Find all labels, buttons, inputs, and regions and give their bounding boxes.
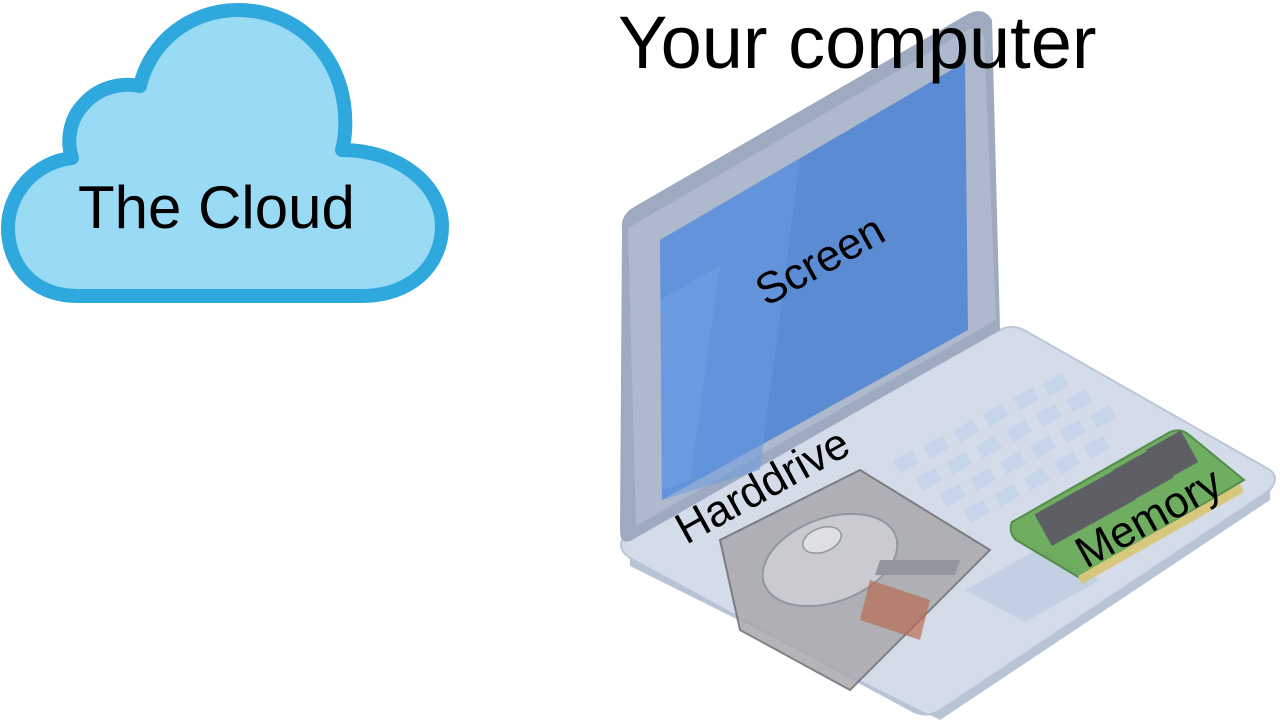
cloud-label: The Cloud bbox=[78, 174, 355, 241]
cloud-icon bbox=[1, 3, 449, 303]
keyboard-keys bbox=[892, 373, 1117, 523]
cloud-shape: The Cloud bbox=[0, 0, 460, 320]
memory-stick-icon bbox=[1009, 429, 1246, 584]
page-title: Your computer bbox=[618, 1, 1097, 84]
harddrive-icon bbox=[718, 468, 992, 692]
